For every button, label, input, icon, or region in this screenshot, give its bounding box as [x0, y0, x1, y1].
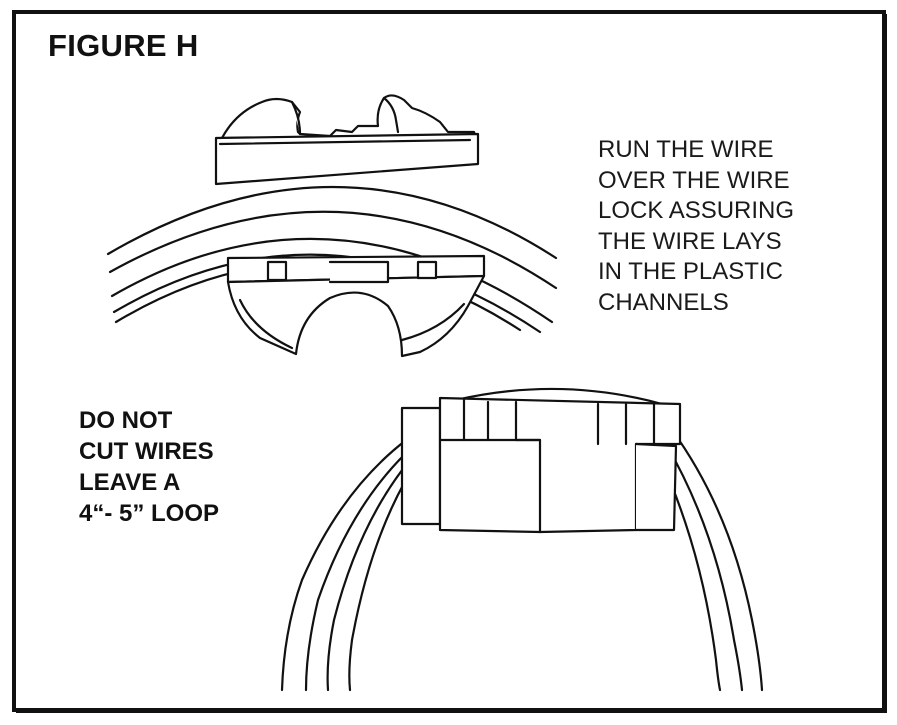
instruction-line: RUN THE WIRE [598, 136, 774, 163]
frame-shadow-right [882, 14, 887, 712]
figure-title: FIGURE H [48, 28, 199, 63]
upper-clip-shape [214, 94, 480, 186]
instruction-line: IN THE PLASTIC [598, 258, 783, 285]
top-wire-lock-illustration [106, 94, 558, 358]
frame-shadow-bottom [16, 708, 887, 713]
instruction-line: CHANNELS [598, 288, 729, 316]
run-wire-instructions: RUN THE WIRE OVER THE WIRE LOCK ASSURING… [598, 135, 794, 318]
loop-warning: DO NOT CUT WIRES LEAVE A 4“- 5” LOOP [79, 405, 219, 529]
bottom-clip-shape [400, 396, 682, 534]
warning-line: CUT WIRES [79, 438, 214, 465]
lower-clip-shape [226, 254, 486, 358]
warning-line: 4“- 5” LOOP [79, 500, 220, 527]
instruction-line: LOCK ASSURING [598, 197, 795, 224]
warning-line: DO NOT [79, 407, 173, 434]
warning-line: LEAVE A [79, 469, 181, 496]
instruction-line: THE WIRE LAYS [598, 227, 782, 255]
instruction-line: OVER THE WIRE [598, 166, 790, 194]
bottom-wire-lock-illustration [280, 387, 764, 692]
bottom-wire-bundle [280, 387, 764, 692]
